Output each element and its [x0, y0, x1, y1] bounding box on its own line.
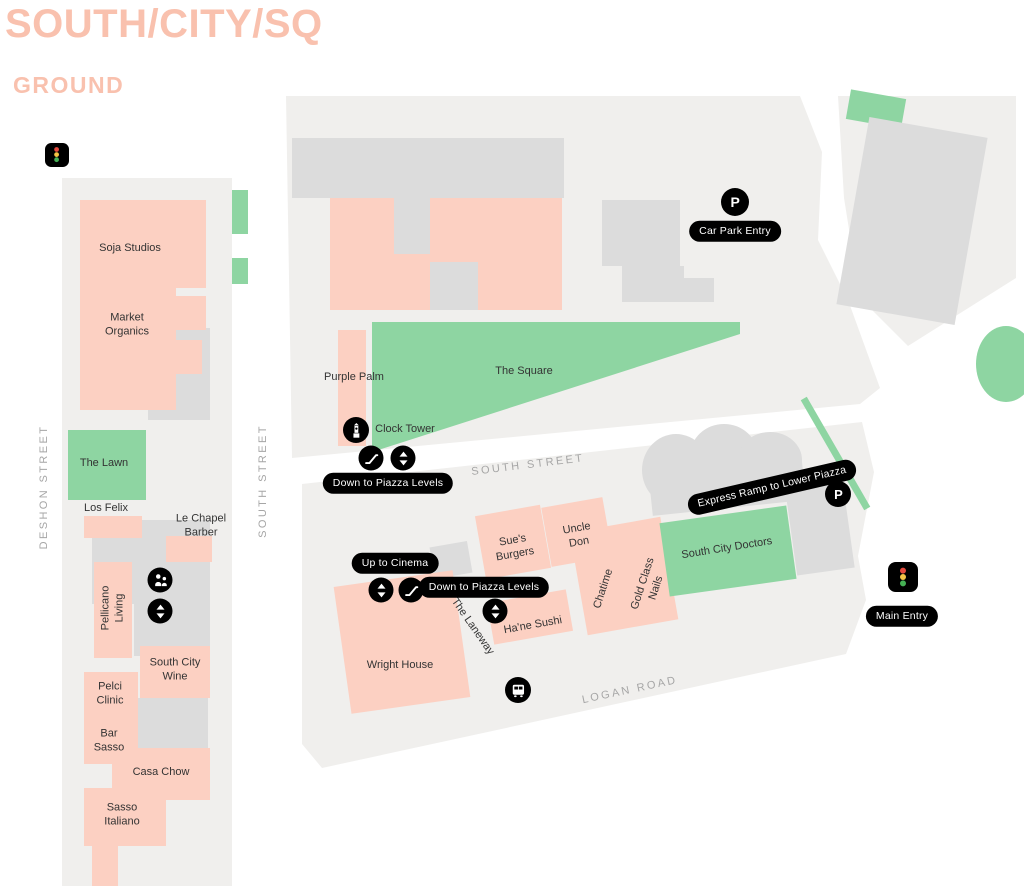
green-strip-north: [232, 190, 248, 234]
escalator-icon: [358, 445, 384, 471]
retail-left-b: [172, 340, 202, 374]
pill-down-to-piazza-levels-1: Down to Piazza Levels: [322, 472, 454, 494]
building-soja-studios: [80, 200, 206, 288]
updown-icon: [147, 598, 173, 624]
gray-block-mid-b: [622, 266, 684, 302]
pill-car-park-entry: Car Park Entry: [689, 220, 781, 242]
street-south-street-vertical: SOUTH STREET: [257, 424, 270, 538]
label-uncle-don: Uncle Don: [561, 520, 592, 550]
label-le-chapel-barber: Le Chapel Barber: [175, 512, 227, 538]
building-hane-sushi: [486, 589, 574, 645]
building-south-city-doctors: [659, 505, 797, 597]
building-le-chapel-barber: [166, 536, 212, 562]
retail-row-mid: [569, 516, 679, 636]
pill-down-to-piazza-levels-2: Down to Piazza Levels: [418, 576, 550, 598]
pill-main-entry: Main Entry: [865, 605, 939, 627]
gray-left-d: [138, 698, 208, 748]
family-icon: [147, 567, 173, 593]
the-square: [372, 322, 740, 452]
retail-left-a: [176, 296, 206, 330]
building-market-organics: [80, 288, 176, 410]
updown-icon: [368, 577, 394, 603]
label-chatime: Chatime: [591, 567, 616, 611]
gray-block-mid-c: [680, 278, 714, 302]
retail-left-south: [92, 846, 118, 886]
label-the-square: The Square: [495, 365, 553, 378]
gray-block-mid-a: [602, 200, 680, 266]
updown-icon: [390, 445, 416, 471]
label-wright-house: Wright House: [366, 659, 434, 672]
svg-text:P: P: [834, 486, 843, 501]
bus-icon: [505, 677, 531, 703]
site-title: SOUTH/CITY/SQ: [5, 2, 323, 46]
parking-icon: P: [721, 188, 749, 216]
label-purple-palm: Purple Palm: [324, 371, 384, 384]
street-logan-road: LOGAN ROAD: [580, 674, 679, 707]
escalator-icon: [398, 577, 424, 603]
label-los-felix: Los Felix: [83, 502, 129, 515]
building-los-felix: [84, 516, 142, 538]
gray-block-north: [292, 138, 564, 198]
building-wright-house: [333, 570, 471, 714]
label-clock-tower: Clock Tower: [375, 423, 435, 436]
label-bar-sasso: Bar Sasso: [93, 727, 125, 753]
label-hane-sushi: Ha'ne Sushi: [502, 614, 563, 637]
label-south-city-doctors: South City Doctors: [680, 535, 774, 562]
gray-notch-b: [430, 262, 478, 310]
building-sues-burgers: [474, 504, 552, 580]
label-south-city-wine: South City Wine: [149, 656, 201, 682]
label-sues-burgers: Sue's Burgers: [495, 532, 536, 564]
label-market-organics: Market Organics: [104, 311, 150, 337]
updown-icon: [482, 598, 508, 624]
svg-text:P: P: [730, 194, 739, 210]
label-gold-class-nails: Gold Class Nails: [628, 556, 666, 612]
building-pellicano-living: [94, 562, 132, 658]
level-name: GROUND: [13, 72, 125, 98]
green-corner-northeast: [845, 89, 907, 129]
gray-notch-a: [394, 198, 430, 254]
traffic-light-icon: [888, 562, 918, 592]
label-pellicano-living: Pellicano Living: [99, 585, 125, 631]
label-soja-studios: Soja Studios: [99, 242, 161, 255]
building-pelci-clinic: [84, 672, 138, 720]
label-casa-chow: Casa Chow: [132, 766, 190, 779]
green-ramp-strip: [800, 396, 871, 511]
pill-up-to-cinema: Up to Cinema: [351, 552, 439, 574]
street-deshon-street: DESHON STREET: [38, 424, 51, 550]
clock-tower-icon: [343, 417, 369, 443]
label-sasso-italiano: Sasso Italiano: [104, 801, 140, 827]
building-south-city-wine: [140, 646, 210, 698]
street-south-street: SOUTH STREET: [470, 452, 586, 479]
building-the-lawn: [68, 430, 146, 500]
parking-icon: P: [825, 481, 851, 507]
gray-row-west: [429, 540, 473, 580]
label-the-lawn: The Lawn: [79, 457, 129, 470]
building-sasso-italiano: [84, 788, 166, 846]
traffic-light-icon: [45, 143, 69, 167]
label-pelci-clinic: Pelci Clinic: [96, 680, 124, 706]
green-blob-east: [976, 326, 1024, 402]
gray-block-northeast: [836, 117, 988, 325]
green-strip-south: [232, 258, 248, 284]
